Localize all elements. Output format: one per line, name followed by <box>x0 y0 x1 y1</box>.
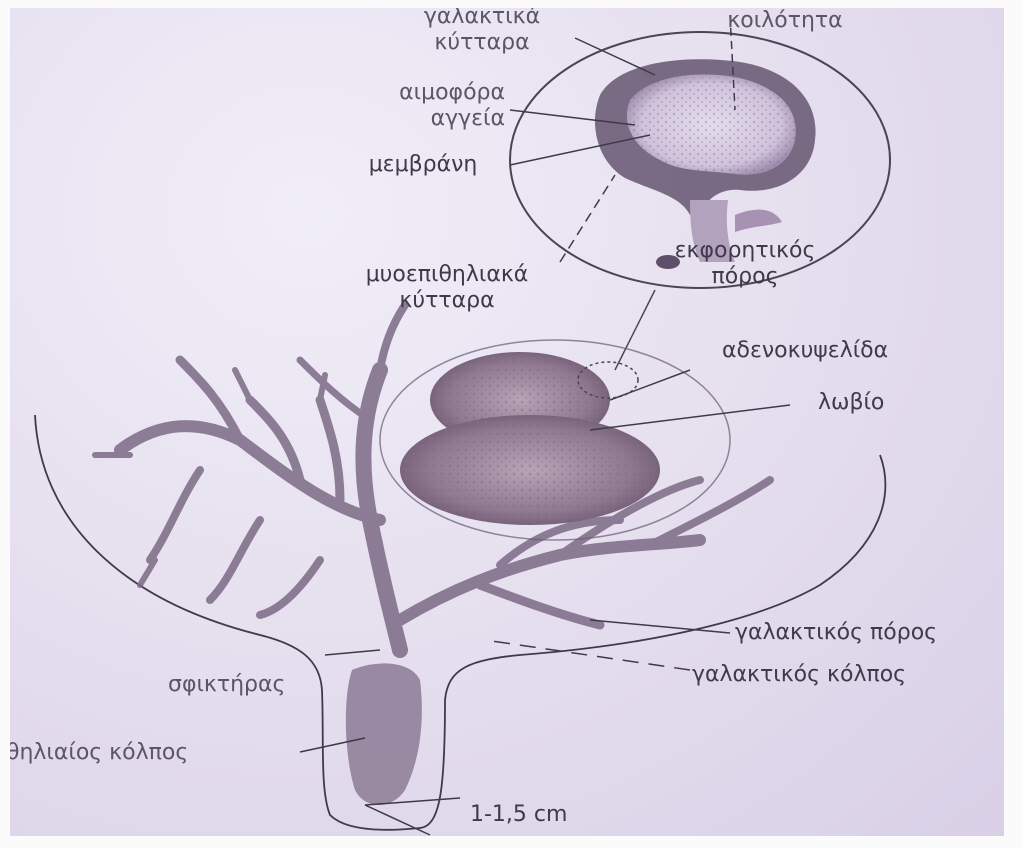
duct-branch <box>735 210 782 232</box>
label-lactiferous-sinus-text: γαλακτικός κόλπος <box>692 662 1002 688</box>
label-galactic-cells: γαλακτικά κύτταρα <box>402 4 562 56</box>
label-nipple-sinus: θηλιαίος κόλπος <box>6 740 296 766</box>
label-size-text: 1-1,5 cm <box>470 802 630 828</box>
lactiferous-sinus-shape <box>346 663 422 805</box>
label-nipple-sinus-text: θηλιαίος κόλπος <box>6 740 296 766</box>
label-cavity: κοιλότητα <box>700 8 870 34</box>
label-blood-vessels-line2: αγγεία <box>340 106 505 132</box>
label-sphincter: σφικτήρας <box>168 672 318 698</box>
magnify-connector <box>615 290 655 370</box>
label-lactiferous-sinus: γαλακτικός κόλπος <box>692 662 1002 688</box>
photo-edge-top <box>0 0 1022 8</box>
label-membrane-text: μεμβράνη <box>338 152 508 178</box>
lobule-lower-dots <box>400 415 660 525</box>
photo-edge-right <box>1004 0 1022 848</box>
label-alveolus: αδενοκυψελίδα <box>722 338 992 364</box>
label-myoepithelial-cells-line1: μυοεπιθηλιακά <box>332 262 562 288</box>
label-lactiferous-duct: γαλακτικός πόρος <box>735 620 1015 646</box>
label-myoepithelial-cells-line2: κύτταρα <box>332 288 562 314</box>
label-membrane: μεμβράνη <box>338 152 508 178</box>
label-blood-vessels-line1: αιμοφόρα <box>340 80 505 106</box>
label-sphincter-text: σφικτήρας <box>168 672 318 698</box>
photo-edge-left <box>0 0 10 848</box>
label-lobule-text: λωβίο <box>818 390 958 416</box>
label-alveolus-text: αδενοκυψελίδα <box>722 338 992 364</box>
lobule <box>380 340 730 540</box>
label-lactiferous-duct-text: γαλακτικός πόρος <box>735 620 1015 646</box>
label-lobule: λωβίο <box>818 390 958 416</box>
label-galactic-cells-line2: κύτταρα <box>402 30 562 56</box>
label-excretory-duct-line1: εκφορητικός <box>650 238 840 264</box>
label-blood-vessels: αιμοφόρα αγγεία <box>340 80 505 132</box>
label-myoepithelial-cells: μυοεπιθηλιακά κύτταρα <box>332 262 562 314</box>
photo-edge-bottom <box>0 836 1022 848</box>
nipple-sinus <box>346 663 422 805</box>
label-excretory-duct: εκφορητικός πόρος <box>650 238 840 290</box>
label-cavity-text: κοιλότητα <box>700 8 870 34</box>
label-size: 1-1,5 cm <box>470 802 630 828</box>
label-excretory-duct-line2: πόρος <box>650 264 840 290</box>
